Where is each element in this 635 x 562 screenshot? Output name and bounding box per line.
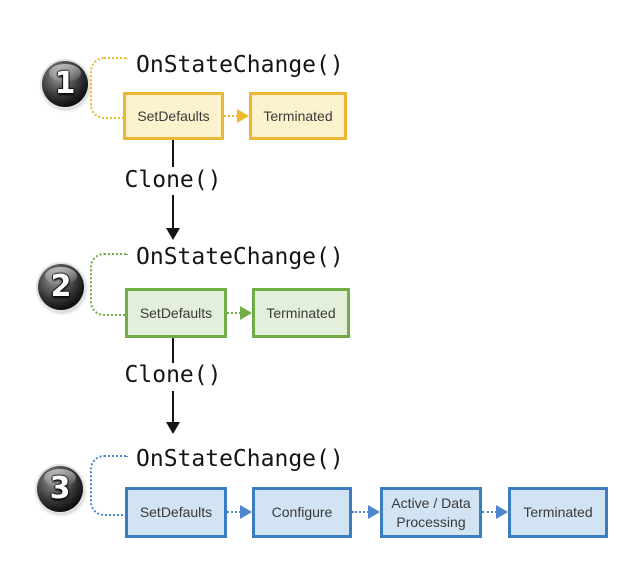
state-label: SetDefaults	[139, 504, 213, 521]
state-label: Configure	[271, 504, 333, 521]
callout-connector-1	[90, 57, 128, 119]
arrowhead-icon	[368, 505, 380, 519]
callout-connector-3	[90, 455, 128, 516]
dotted-line	[227, 312, 241, 314]
step-3-badge: 3	[37, 466, 83, 512]
dotted-line	[224, 115, 238, 117]
right-arrow-icon	[482, 504, 508, 520]
state-label: Terminated	[523, 504, 593, 521]
state-label: Terminated	[266, 304, 336, 321]
state-box-setdefaults-2: SetDefaults	[125, 288, 227, 338]
right-arrow-icon	[224, 108, 249, 124]
state-box-terminated-3: Terminated	[508, 487, 608, 538]
state-box-terminated-1: Terminated	[249, 92, 347, 140]
right-arrow-icon	[227, 305, 252, 321]
clone-line-bottom-1	[172, 195, 174, 228]
arrowhead-icon	[240, 505, 252, 519]
right-arrow-icon	[227, 504, 252, 520]
down-arrow-icon	[166, 422, 180, 434]
clone-line-top-2	[172, 338, 174, 363]
arrowhead-icon	[237, 109, 249, 123]
callout-connector-2	[90, 253, 128, 316]
state-box-setdefaults-3: SetDefaults	[125, 487, 227, 538]
down-arrow-icon	[166, 228, 180, 240]
state-label: Terminated	[263, 107, 333, 124]
clone-label-1: Clone()	[124, 167, 222, 193]
dotted-line	[227, 511, 241, 513]
right-arrow-icon	[352, 504, 380, 520]
state-label: SetDefaults	[137, 107, 210, 124]
step-1-badge: 1	[42, 61, 88, 107]
clone-line-bottom-2	[172, 391, 174, 422]
state-label: SetDefaults	[139, 304, 213, 321]
arrowhead-icon	[496, 505, 508, 519]
dotted-line	[352, 511, 369, 513]
arrowhead-icon	[240, 306, 252, 320]
state-label: Active / Data Processing	[391, 495, 471, 530]
onstatechange-label-2: OnStateChange()	[136, 244, 344, 270]
onstatechange-label-1: OnStateChange()	[136, 52, 344, 78]
clone-line-top-1	[172, 140, 174, 167]
state-box-setdefaults-1: SetDefaults	[123, 92, 224, 140]
step-1-number: 1	[54, 66, 76, 101]
onstatechange-label-3: OnStateChange()	[136, 446, 344, 472]
state-box-terminated-2: Terminated	[252, 288, 350, 338]
state-box-configure: Configure	[252, 487, 352, 538]
dotted-line	[482, 511, 497, 513]
clone-label-2: Clone()	[124, 362, 222, 388]
step-3-number: 3	[49, 471, 71, 506]
step-2-number: 2	[50, 269, 72, 304]
step-2-badge: 2	[38, 264, 84, 310]
state-box-active-data-processing: Active / Data Processing	[380, 487, 482, 538]
